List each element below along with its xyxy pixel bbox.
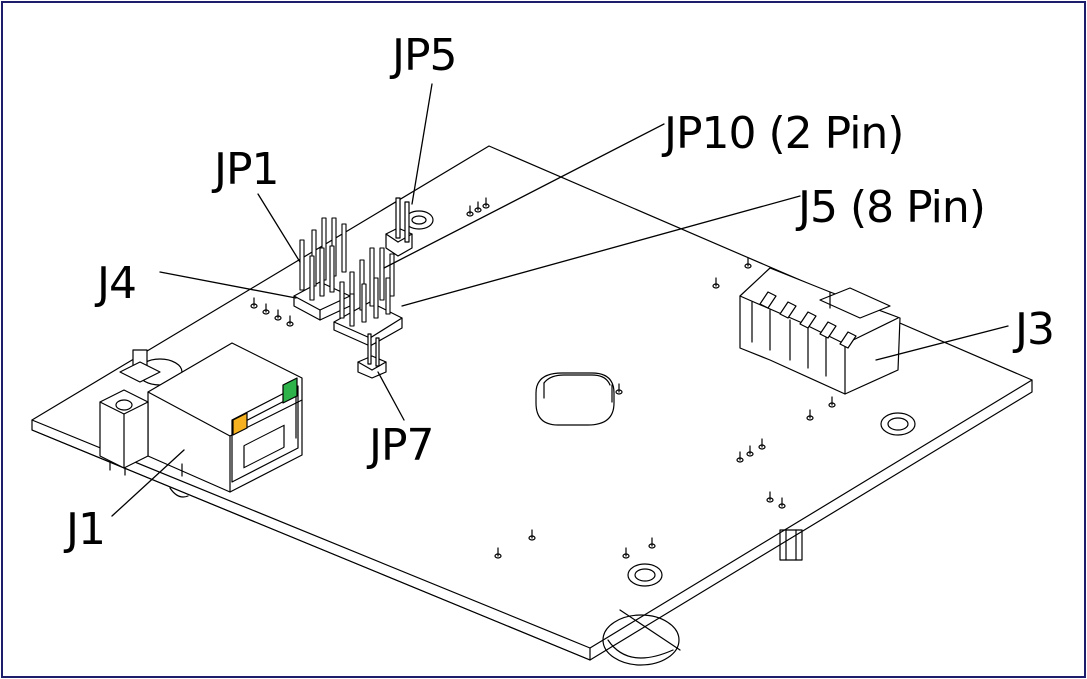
bottom-parts <box>109 454 803 666</box>
label-j3: J3 <box>1015 304 1055 355</box>
label-j1: J1 <box>66 504 106 555</box>
label-j4: J4 <box>97 258 137 309</box>
label-jp10: JP10 (2 Pin) <box>664 108 904 159</box>
label-j5: J5 (8 Pin) <box>798 182 986 233</box>
leader-jp5 <box>411 83 433 205</box>
leader-jp7 <box>377 371 405 421</box>
j3-terminal-block <box>739 267 901 395</box>
label-jp1: JP1 <box>214 144 280 195</box>
header-pins <box>293 197 413 379</box>
label-jp7: JP7 <box>369 420 435 471</box>
leader-jp10 <box>383 123 665 269</box>
j1-rj45-jack <box>99 342 303 493</box>
leader-j4 <box>159 271 297 299</box>
leader-j5 <box>401 195 801 307</box>
small-pins <box>250 197 836 559</box>
label-jp5: JP5 <box>392 30 458 81</box>
leader-j1 <box>111 449 185 517</box>
leader-lines <box>111 83 1009 517</box>
crystal-oscillator <box>535 372 615 426</box>
leader-j3 <box>875 325 1009 361</box>
leader-jp1 <box>257 193 301 263</box>
